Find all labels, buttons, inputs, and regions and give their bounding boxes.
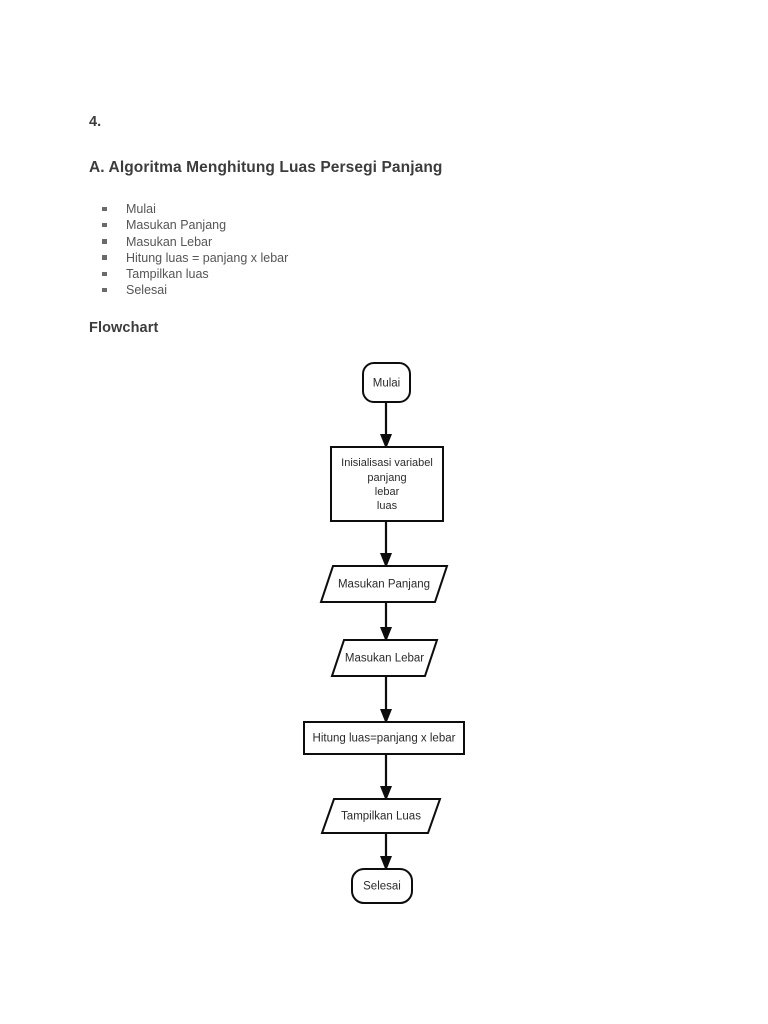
flow-node-input-panjang-label: Masukan Panjang <box>338 579 430 591</box>
list-item: Selesai <box>100 282 288 298</box>
process-shape <box>330 446 444 522</box>
flow-node-output-label: Tampilkan Luas <box>341 811 421 823</box>
flow-node-input-lebar-label: Masukan Lebar <box>345 653 424 665</box>
flow-node-end-label: Selesai <box>363 881 401 893</box>
flow-connector-init-to-input1 <box>380 521 392 568</box>
flow-node-compute[interactable]: Hitung luas=panjang x lebar <box>303 721 465 755</box>
flow-node-init[interactable]: Inisialisasi variabel panjang lebar luas <box>330 446 444 522</box>
list-item: Masukan Panjang <box>100 217 288 233</box>
list-item-label: Masukan Lebar <box>126 234 213 249</box>
algorithm-steps-list: Mulai Masukan Panjang Masukan Lebar Hitu… <box>100 201 288 299</box>
process-shape <box>303 721 465 755</box>
square-bullet-icon <box>102 255 107 260</box>
list-item-label: Mulai <box>126 202 156 216</box>
list-item-label: Hitung luas = panjang x lebar <box>126 250 289 265</box>
flow-node-start[interactable]: Mulai <box>362 362 411 403</box>
list-item-label: Tampilkan luas <box>126 267 209 282</box>
list-item: Hitung luas = panjang x lebar <box>100 250 288 266</box>
flow-connector-input1-to-input2 <box>380 602 392 642</box>
square-bullet-icon <box>102 222 107 228</box>
flow-node-end[interactable]: Selesai <box>351 868 413 904</box>
square-bullet-icon <box>102 287 107 293</box>
list-item: Masukan Lebar <box>100 234 288 250</box>
flow-node-init-label-line1: Inisialisasi variabel <box>341 457 433 469</box>
flow-connector-input2-to-compute <box>380 676 392 724</box>
flowchart-heading: Flowchart <box>89 320 159 336</box>
flow-node-compute-label: Hitung luas=panjang x lebar <box>313 733 456 745</box>
input-parallelogram-shape <box>330 639 439 677</box>
list-item-label: Selesai <box>126 283 167 298</box>
square-bullet-icon <box>102 239 107 244</box>
flow-connector-start-to-init <box>380 401 392 449</box>
question-number: 4. <box>89 114 102 130</box>
list-item: Tampilkan luas <box>100 266 288 282</box>
flow-node-init-label-line4: luas <box>377 500 398 512</box>
list-item-label: Masukan Panjang <box>126 218 227 233</box>
square-bullet-icon <box>102 206 107 211</box>
input-parallelogram-shape <box>319 565 449 603</box>
flow-connector-compute-to-output <box>380 754 392 801</box>
output-parallelogram-shape <box>320 798 442 834</box>
terminator-shape <box>362 362 411 403</box>
flow-node-init-label-line2: panjang <box>367 472 406 484</box>
flow-node-output[interactable]: Tampilkan Luas <box>320 798 442 834</box>
flow-node-input-lebar[interactable]: Masukan Lebar <box>330 639 439 677</box>
terminator-shape <box>351 868 413 904</box>
flow-node-input-panjang[interactable]: Masukan Panjang <box>319 565 449 603</box>
section-title: A. Algoritma Menghitung Luas Persegi Pan… <box>89 159 443 176</box>
flow-node-start-label: Mulai <box>373 378 400 390</box>
square-bullet-icon <box>102 271 107 277</box>
list-item: Mulai <box>100 201 288 217</box>
flow-node-init-label-line3: lebar <box>375 486 400 498</box>
flow-connector-output-to-end <box>380 833 392 871</box>
